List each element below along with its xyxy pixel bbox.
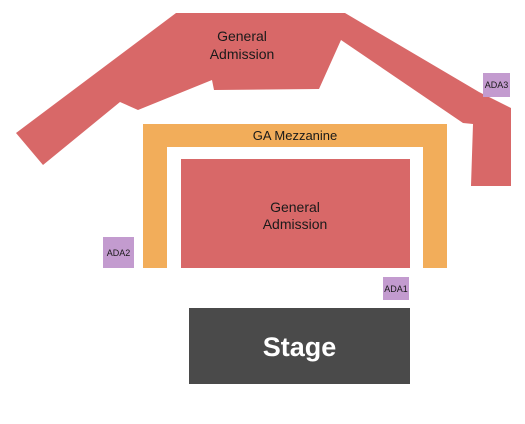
ada3-label: ADA3 (485, 80, 509, 90)
floor-ga-label-line2: Admission (263, 216, 328, 232)
ada1-section[interactable]: ADA1 (383, 277, 409, 300)
ada3-section[interactable]: ADA3 (483, 73, 510, 97)
ada2-section[interactable]: ADA2 (103, 237, 134, 268)
upper-ga-label-line1: General (217, 28, 267, 44)
ada2-label: ADA2 (107, 248, 131, 258)
stage-shape (189, 308, 410, 384)
ada2-shape[interactable] (103, 237, 134, 268)
upper-general-admission-shape[interactable] (16, 13, 511, 186)
floor-general-admission-shape[interactable] (181, 159, 410, 268)
floor-ga-label-line1: General (270, 199, 320, 215)
ga-mezzanine-shape[interactable] (143, 124, 447, 268)
ga-mezzanine-label: GA Mezzanine (253, 128, 338, 143)
ada1-label: ADA1 (384, 284, 408, 294)
ada1-shape[interactable] (383, 277, 409, 300)
ada3-shape[interactable] (483, 73, 510, 97)
upper-ga-label-line2: Admission (210, 46, 275, 62)
ga-mezzanine-section[interactable]: GA Mezzanine (143, 124, 447, 268)
stage-section: Stage (189, 308, 410, 384)
upper-general-admission-section[interactable]: General Admission (16, 13, 511, 186)
stage-label: Stage (263, 332, 337, 362)
floor-general-admission-section[interactable]: General Admission (181, 159, 410, 268)
